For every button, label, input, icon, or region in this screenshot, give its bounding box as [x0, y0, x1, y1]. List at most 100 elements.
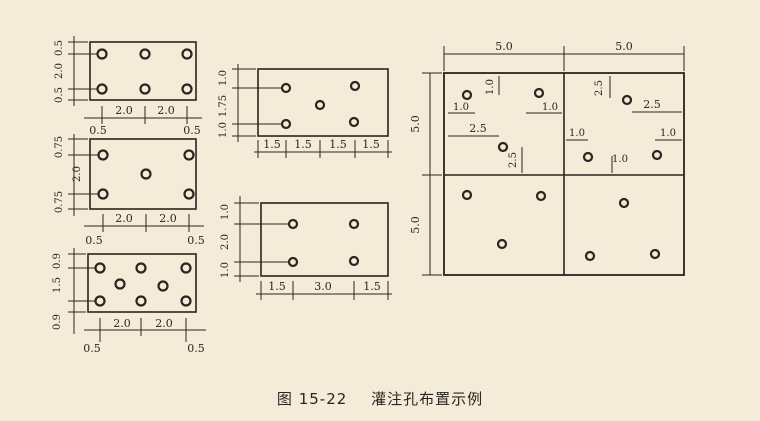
- dim-label: 1.75: [218, 95, 229, 117]
- dim-label: 0.5: [54, 40, 65, 56]
- hole: [97, 149, 109, 161]
- hole: [135, 262, 147, 274]
- dim-label: 0.5: [183, 124, 201, 137]
- dim-label: 1.5: [52, 277, 63, 293]
- hole: [287, 256, 299, 268]
- dim-label: 2.0: [159, 212, 177, 225]
- hole: [139, 48, 151, 60]
- hole: [135, 295, 147, 307]
- hole: [497, 141, 509, 153]
- dim-label: 2.0: [157, 104, 175, 117]
- slab-outline: [257, 68, 389, 137]
- panel-e: 1.0 2.0 1.0 1.5 3.0 1.5: [220, 196, 392, 300]
- dim-label: 1.5: [363, 280, 381, 293]
- dim-label: 0.5: [187, 234, 205, 247]
- dim-label: 2.0: [220, 234, 231, 250]
- hole: [181, 48, 193, 60]
- slab-outline: [260, 202, 389, 277]
- dim-label: 1.5: [329, 138, 347, 151]
- figure-number: 图 15-22: [276, 390, 348, 408]
- dim-label: 0.5: [89, 124, 107, 137]
- dim-label: 5.0: [615, 40, 633, 53]
- hole: [496, 238, 508, 250]
- dim-label: 3.0: [314, 280, 332, 293]
- dim-label: 2.0: [54, 63, 65, 79]
- hole: [96, 48, 108, 60]
- dim-label: 0.75: [54, 136, 65, 158]
- dim-label: 1.0: [660, 128, 676, 139]
- hole: [180, 295, 192, 307]
- hole: [139, 83, 151, 95]
- hole: [651, 149, 663, 161]
- dim-label: 1.5: [362, 138, 380, 151]
- hole: [280, 118, 292, 130]
- dim-label: 2.0: [115, 212, 133, 225]
- hole: [349, 80, 361, 92]
- hole: [183, 149, 195, 161]
- dim-label: 2.5: [508, 152, 519, 168]
- hole: [280, 82, 292, 94]
- dim-label: 2.5: [469, 122, 487, 135]
- dim-label: 1.5: [294, 138, 312, 151]
- dim-label: 0.9: [52, 253, 63, 269]
- hole: [157, 280, 169, 292]
- dim-label: 1.0: [542, 102, 558, 113]
- hole: [94, 295, 106, 307]
- figure-title: 灌注孔布置示例: [371, 390, 484, 408]
- panel-b: 0.75 2.0 0.75 2.0 2.0 0.5 0.5: [54, 134, 205, 247]
- hole: [618, 197, 630, 209]
- hole: [461, 89, 473, 101]
- dim-label: 2.0: [115, 104, 133, 117]
- dim-label: 1.5: [268, 280, 286, 293]
- dim-label: 1.0: [218, 122, 229, 138]
- dim-label: 0.9: [52, 314, 63, 330]
- dim-label: 2.0: [113, 317, 131, 330]
- dim-label: 0.5: [187, 342, 205, 355]
- dim-label: 1.0: [485, 79, 496, 95]
- hole: [97, 188, 109, 200]
- dim-label: 1.0: [569, 128, 585, 139]
- hole: [114, 278, 126, 290]
- hole: [533, 87, 545, 99]
- hole: [183, 188, 195, 200]
- dim-label: 0.5: [54, 87, 65, 103]
- hole: [96, 83, 108, 95]
- hole: [94, 262, 106, 274]
- dim-label: 1.0: [218, 70, 229, 86]
- hole: [348, 218, 360, 230]
- hole: [649, 248, 661, 260]
- panel-d: 1.0 1.75 1.0 1.5 1.5 1.5 1.5: [218, 64, 392, 158]
- slab-outline: [87, 253, 197, 313]
- hole: [314, 99, 326, 111]
- dim-label: 5.0: [495, 40, 513, 53]
- dim-label: 2.0: [72, 166, 83, 182]
- dim-label: 1.0: [612, 154, 628, 165]
- dim-label: 1.0: [220, 262, 231, 278]
- hole: [348, 116, 360, 128]
- panel-f: 5.0 5.0 5.0 5.0 1.0 1.0 2.5 1.0 2.5 2.5 …: [409, 40, 685, 276]
- hole: [584, 250, 596, 262]
- dim-label: 2.0: [155, 317, 173, 330]
- dim-label: 0.5: [85, 234, 103, 247]
- hole: [535, 190, 547, 202]
- hole: [287, 218, 299, 230]
- hole: [348, 255, 360, 267]
- panel-a: 0.5 2.0 0.5 2.0 2.0 0.5 0.5: [54, 36, 202, 137]
- hole: [181, 83, 193, 95]
- hole: [180, 262, 192, 274]
- hole: [140, 168, 152, 180]
- dim-label: 5.0: [409, 216, 422, 234]
- dim-label: 1.5: [263, 138, 281, 151]
- hole: [461, 189, 473, 201]
- slab-outline: [89, 41, 197, 101]
- dim-label: 2.5: [643, 98, 661, 111]
- dim-label: 0.5: [83, 342, 101, 355]
- dim-label: 1.0: [220, 204, 231, 220]
- hole: [621, 94, 633, 106]
- dim-label: 1.0: [453, 102, 469, 113]
- hole: [582, 151, 594, 163]
- dim-label: 0.75: [54, 191, 65, 213]
- dim-label: 2.5: [594, 80, 605, 96]
